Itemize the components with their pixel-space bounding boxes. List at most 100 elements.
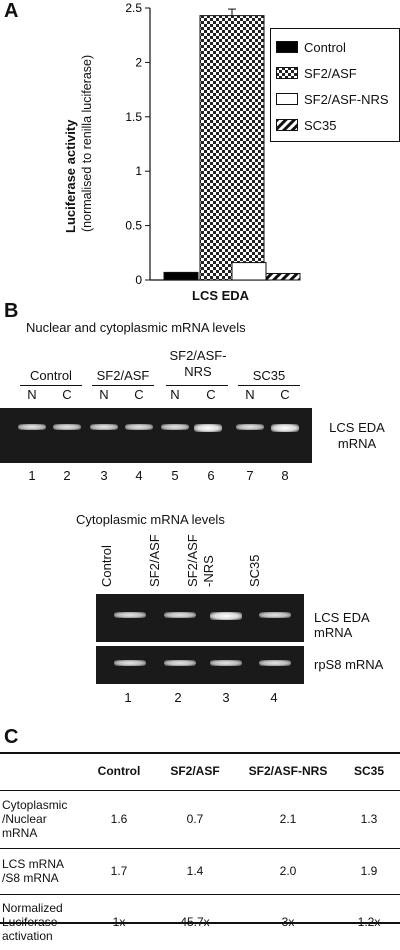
gel1-group-sf2asf: SF2/ASF bbox=[96, 368, 150, 383]
legend-label: SF2/ASF-NRS bbox=[304, 91, 389, 107]
gel1-group-sf2asf-nrs: SF2/ASF- NRS bbox=[160, 348, 236, 380]
gel2-lane-sf2asf-nrs-line2: -NRS bbox=[201, 555, 216, 587]
table-cell: 1.3 bbox=[360, 812, 378, 826]
y-tick-label: 1.5 bbox=[125, 110, 142, 124]
gel1-lane-number: 5 bbox=[171, 468, 179, 483]
gel1-lane-label: C bbox=[280, 387, 290, 402]
gel1-band-label-line2: mRNA bbox=[337, 436, 377, 451]
legend-label: SC35 bbox=[304, 117, 337, 133]
gel1-group-sc35: SC35 bbox=[252, 368, 286, 383]
y-axis-label-sub: (normalised to renilla luciferase) bbox=[80, 54, 94, 232]
gel1-band bbox=[194, 424, 222, 432]
panel-a-letter: A bbox=[4, 0, 19, 22]
gel2-band-label: LCS EDA mRNA bbox=[314, 610, 369, 640]
gel2-band bbox=[114, 612, 146, 618]
gel2-title: Cytoplasmic mRNA levels bbox=[76, 512, 225, 527]
bar-sf2-asf bbox=[199, 15, 265, 281]
table-top-rule bbox=[0, 752, 400, 754]
gel1-group-line bbox=[238, 385, 300, 386]
gel1-band bbox=[271, 424, 299, 432]
gel2-image bbox=[96, 594, 304, 642]
gel2-lane-sf2asf-nrs-line1: SF2/ASF bbox=[185, 534, 200, 587]
table-header-control: Control bbox=[97, 763, 141, 778]
row-label-line: Normalized bbox=[2, 901, 63, 916]
legend-swatch bbox=[276, 41, 298, 53]
gel1-lane-number: 8 bbox=[281, 468, 289, 483]
table-bottom-rule bbox=[0, 922, 400, 924]
row-label-line: LCS mRNA bbox=[2, 857, 65, 871]
gel1-title: Nuclear and cytoplasmic mRNA levels bbox=[26, 320, 246, 335]
gel1-group-sf2asf-nrs-line1: SF2/ASF- bbox=[169, 348, 227, 363]
gel1-band-label-line1: LCS EDA bbox=[329, 420, 385, 435]
gel1-lane-number: 6 bbox=[207, 468, 215, 483]
row-label-line: /Nuclear bbox=[2, 812, 47, 826]
legend-item: SC35 bbox=[276, 112, 396, 138]
gel1-lane-number: 2 bbox=[63, 468, 71, 483]
y-tick-label: 0 bbox=[135, 273, 142, 287]
gel1-lane-number: 1 bbox=[28, 468, 36, 483]
gel2-lane-number: 3 bbox=[222, 690, 230, 705]
table-cell: 1.4 bbox=[186, 864, 204, 878]
gel1-lane-number: 3 bbox=[100, 468, 108, 483]
panel-c-letter: C bbox=[4, 726, 19, 748]
legend-swatch-fill bbox=[276, 41, 298, 53]
gel2-lane-number: 1 bbox=[124, 690, 132, 705]
table-cell: 2.0 bbox=[279, 864, 297, 878]
gel1-lane-number: 4 bbox=[135, 468, 143, 483]
table-header-row: Control SF2/ASF SF2/ASF-NRS SC35 bbox=[0, 752, 400, 790]
gel2-band bbox=[210, 612, 242, 620]
table-header-empty bbox=[0, 752, 86, 790]
row-label-line: activation bbox=[2, 929, 53, 944]
gel1-lane-number: 7 bbox=[246, 468, 254, 483]
gel2-lane-control: Control bbox=[99, 545, 114, 587]
gel1-lane-label: C bbox=[134, 387, 144, 402]
gel1-lane-label: N bbox=[170, 387, 180, 402]
gel1-band bbox=[18, 424, 46, 430]
table-row-label: Cytoplasmic /Nuclear mRNA bbox=[0, 790, 86, 848]
gel1-lane-label: N bbox=[99, 387, 109, 402]
y-axis-label-main: Luciferase activity bbox=[63, 119, 78, 233]
gel1-band bbox=[125, 424, 153, 430]
row-label-line: mRNA bbox=[2, 826, 38, 840]
table-header-sf2asf: SF2/ASF bbox=[170, 763, 220, 778]
y-tick-label: 2 bbox=[135, 55, 142, 69]
gel1-group-line bbox=[166, 385, 228, 386]
legend-swatch-fill bbox=[276, 67, 298, 79]
bar-sf2-asf-nrs bbox=[231, 262, 267, 281]
y-tick-label: 0.5 bbox=[125, 219, 142, 233]
gel1-lane-label: C bbox=[206, 387, 216, 402]
legend-item: SF2/ASF-NRS bbox=[276, 86, 396, 112]
legend-item: SF2/ASF bbox=[276, 60, 396, 86]
gel2-band bbox=[164, 612, 196, 618]
gel1-lane-label: C bbox=[62, 387, 72, 402]
table-cell: 1.9 bbox=[360, 864, 378, 878]
table-row-label: LCS mRNA /S8 mRNA bbox=[0, 848, 86, 894]
gel2-lane-number: 4 bbox=[270, 690, 278, 705]
panel-b-letter: B bbox=[4, 300, 19, 322]
table-row: LCS mRNA /S8 mRNA 1.7 1.4 2.0 1.9 bbox=[0, 848, 400, 894]
gel1-lane-label: N bbox=[27, 387, 37, 402]
row-label-line: /S8 mRNA bbox=[2, 871, 59, 885]
gel1-group-line bbox=[20, 385, 82, 386]
table-cell: 0.7 bbox=[186, 812, 204, 826]
gel1-group-sf2asf-nrs-line2: NRS bbox=[184, 364, 212, 379]
legend-swatch bbox=[276, 67, 298, 79]
gel1-band-label: LCS EDA mRNA bbox=[324, 420, 390, 452]
gel1-group-control: Control bbox=[30, 368, 72, 383]
table-header-sc35: SC35 bbox=[353, 763, 385, 778]
gel1-band bbox=[53, 424, 81, 430]
table-cell: 2.1 bbox=[279, 812, 297, 826]
gel1-band bbox=[161, 424, 189, 430]
gel1-band bbox=[236, 424, 264, 430]
table-row: Cytoplasmic /Nuclear mRNA 1.6 0.7 2.1 1.… bbox=[0, 790, 400, 848]
gel3-band-label: rpS8 mRNA bbox=[314, 657, 384, 672]
table-header-sf2asf-nrs: SF2/ASF-NRS bbox=[248, 763, 328, 778]
row-label-line: Cytoplasmic bbox=[2, 798, 68, 812]
gel3-band bbox=[259, 660, 291, 666]
legend-swatch-fill bbox=[276, 119, 298, 131]
luciferase-bar-chart: 00.511.522.5 bbox=[125, 1, 301, 287]
gel1-lane-label: N bbox=[245, 387, 255, 402]
gel3-band bbox=[164, 660, 196, 666]
legend-swatch bbox=[276, 93, 298, 105]
